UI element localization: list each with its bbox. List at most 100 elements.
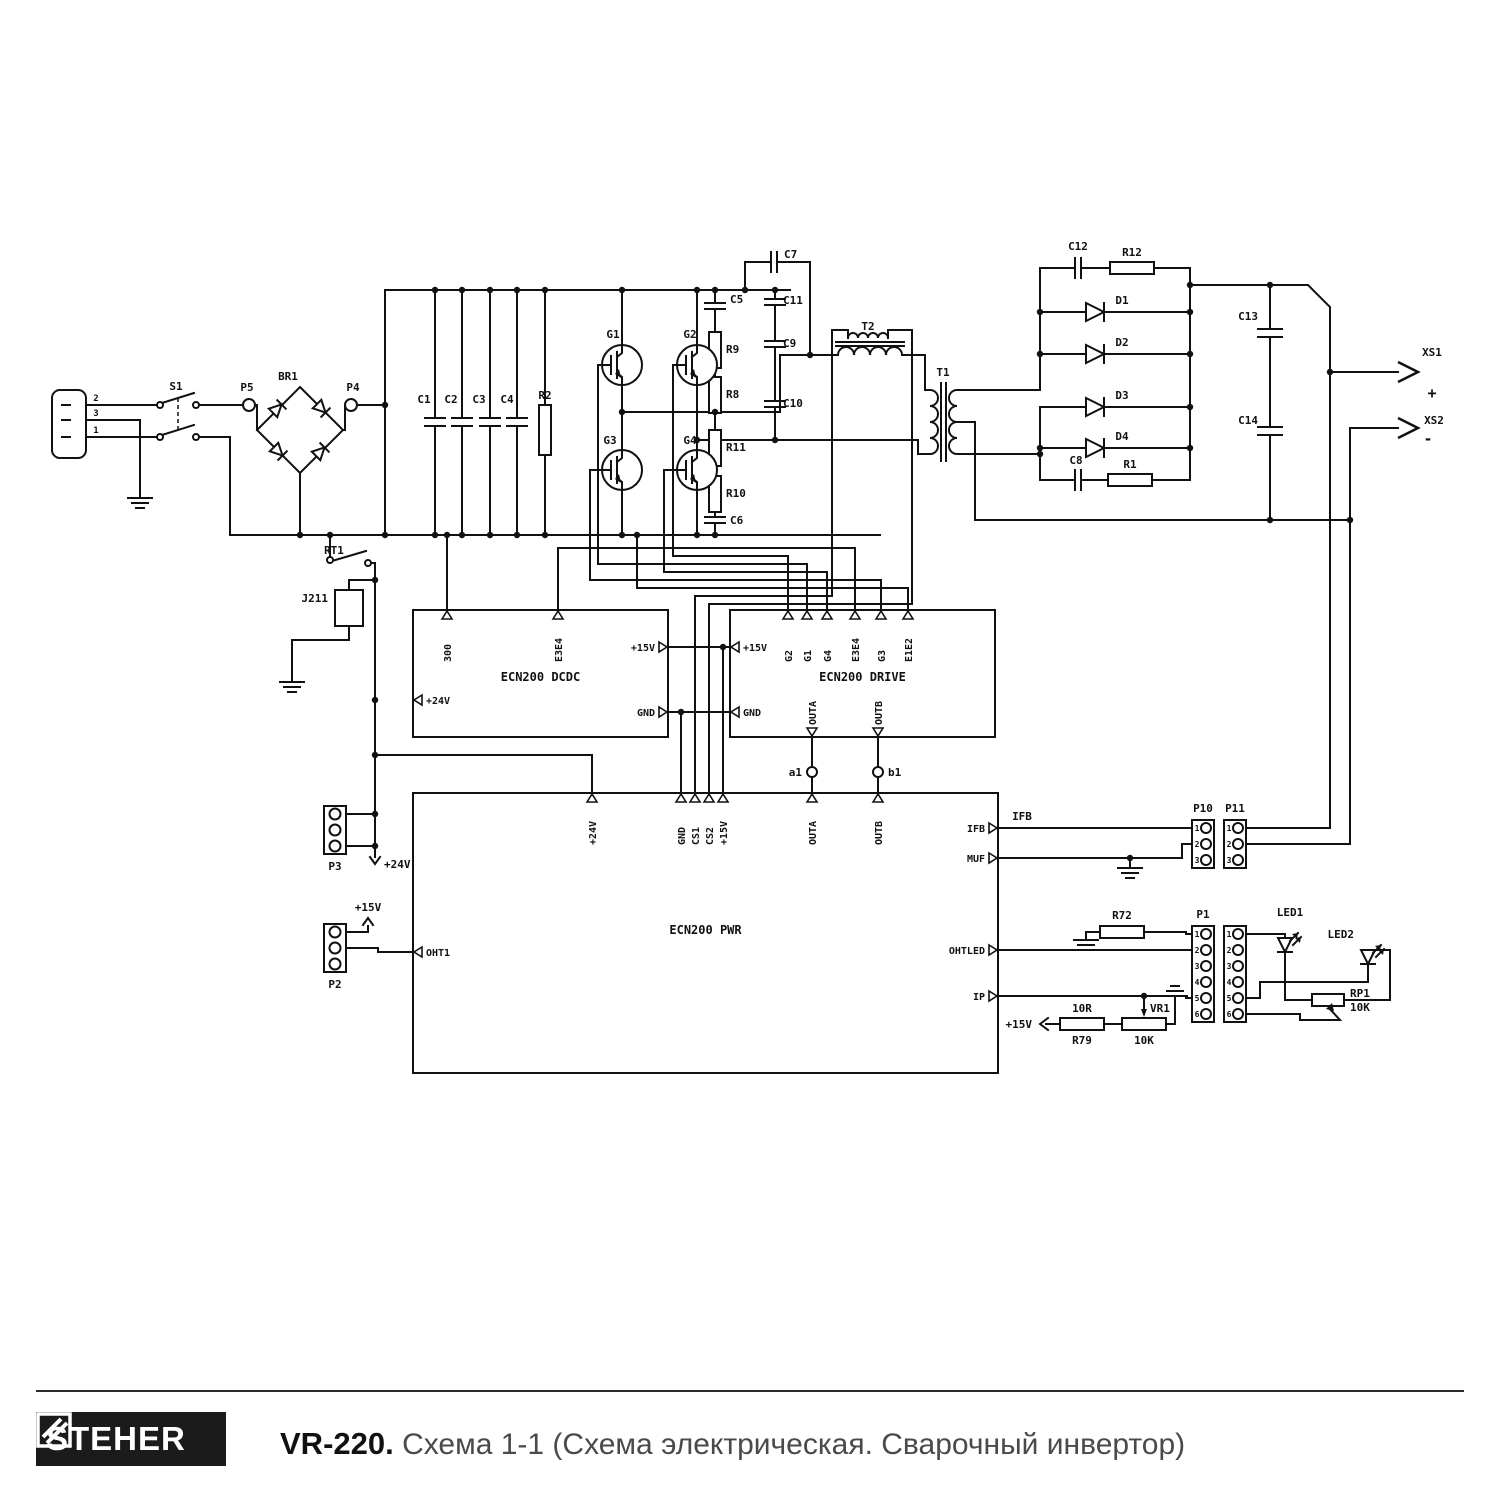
vr1-wiper-arrow (1141, 1009, 1147, 1017)
pin-arrow (688, 792, 702, 803)
label-D3: D3 (1115, 389, 1128, 402)
label-G3: G3 (603, 434, 616, 447)
junction-dot (1186, 308, 1194, 316)
junction-dot (771, 436, 779, 444)
label-RP1: RP1 (1350, 987, 1370, 1000)
label-10K: 10K (1134, 1034, 1154, 1047)
junction-dot (1186, 444, 1194, 452)
connector-label: P3 (328, 860, 341, 873)
connector-pin (1200, 838, 1212, 850)
pin-arrow (988, 989, 999, 1003)
junction-dot (431, 531, 439, 539)
pin-label: OUTB (874, 821, 885, 845)
pin-label: G4 (823, 650, 834, 662)
pin-label: E1E2 (904, 638, 915, 662)
connector-pin (1200, 1008, 1212, 1020)
connector-pin (1200, 960, 1212, 972)
pin-arrow (988, 943, 999, 957)
junction-dot (1266, 281, 1274, 289)
pin-label: E3E4 (851, 638, 862, 662)
connector-pin (328, 839, 342, 853)
label-R1: R1 (1123, 458, 1137, 471)
connector-aux (1223, 925, 1247, 1023)
junction-dot (381, 531, 389, 539)
junction-dot (711, 408, 719, 416)
pin-arrow (848, 609, 862, 620)
caption-text: Схема 1-1 (Схема электрическая. Сварочны… (393, 1428, 1186, 1461)
pin-arrow (781, 609, 795, 620)
igbt-g1 (601, 344, 643, 386)
pin-number: 4 (1227, 978, 1232, 987)
power-switch-s1 (156, 391, 200, 441)
junction-dot (431, 286, 439, 294)
junction-dot (618, 408, 626, 416)
igbt-g3 (601, 449, 643, 491)
main-transformer-t1 (928, 382, 959, 462)
junction-dot (458, 286, 466, 294)
resistor-r1 (1107, 473, 1153, 487)
pin-label: E3E4 (554, 638, 565, 662)
pin-number: 5 (1195, 994, 1200, 1003)
testpoint-b1 (872, 766, 884, 778)
pin-number: 3 (1227, 856, 1232, 865)
connector-pin (328, 925, 342, 939)
connector-pin (1232, 992, 1244, 1004)
label-C11: C11 (783, 294, 803, 307)
connector-pin (1232, 928, 1244, 940)
pin-label: IP (973, 992, 985, 1003)
label-C8: C8 (1069, 454, 1082, 467)
connector-label: P10 (1193, 802, 1213, 815)
label-R8: R8 (726, 388, 739, 401)
junction-dot (371, 842, 379, 850)
pin-label: GND (743, 708, 761, 719)
junction-dot (381, 401, 389, 409)
pin-arrow (988, 851, 999, 865)
block-dcdc (412, 609, 669, 738)
bridge-rectifier-br1 (242, 385, 358, 475)
junction-dot (693, 286, 701, 294)
pin-arrow (820, 609, 834, 620)
pin-label: OHT1 (426, 948, 450, 959)
label-C14: C14 (1238, 414, 1258, 427)
pin-number: 4 (1195, 978, 1200, 987)
pin-label: +15V (743, 643, 767, 654)
pin-number: 2 (1195, 946, 1200, 955)
label-BR1: BR1 (278, 370, 298, 383)
pin-label: OUTA (808, 701, 819, 725)
connector-pin (1200, 854, 1212, 866)
junction-dot (633, 531, 641, 539)
pin-arrow (658, 640, 669, 654)
capacitor-symbols (424, 251, 1283, 524)
pin-label: OHTLED (949, 946, 985, 957)
pin-arrow (805, 792, 819, 803)
junction-dot (486, 286, 494, 294)
steher-logo-icon (36, 1412, 72, 1448)
connector-pin (1232, 1008, 1244, 1020)
output-xs2-arrow (1396, 416, 1420, 440)
terminal-p4 (344, 398, 358, 412)
label-C1: C1 (417, 393, 431, 406)
label-a1: a1 (789, 766, 803, 779)
label-+: + (1427, 384, 1436, 402)
connector-pin (1232, 822, 1244, 834)
label-R2: R2 (538, 389, 551, 402)
connector-pin (1200, 944, 1212, 956)
label-RT1: RT1 (324, 544, 344, 557)
model-number: VR-220. (280, 1426, 394, 1461)
pin-arrow (440, 609, 454, 620)
connector-pin (1232, 944, 1244, 956)
pin-number: 2 (1227, 840, 1232, 849)
label-VR1: VR1 (1150, 1002, 1170, 1015)
pin-number: 6 (1195, 1010, 1200, 1019)
junction-dot (371, 810, 379, 818)
pin-arrow (729, 705, 740, 719)
junction-dot (1186, 350, 1194, 358)
junction-dot (541, 531, 549, 539)
label-G2: G2 (683, 328, 696, 341)
label-LED1: LED1 (1277, 906, 1304, 919)
diode-d3 (1085, 397, 1105, 417)
label-C4: C4 (500, 393, 514, 406)
pin-number: 2 (1227, 946, 1232, 955)
pin-number: 3 (1195, 856, 1200, 865)
